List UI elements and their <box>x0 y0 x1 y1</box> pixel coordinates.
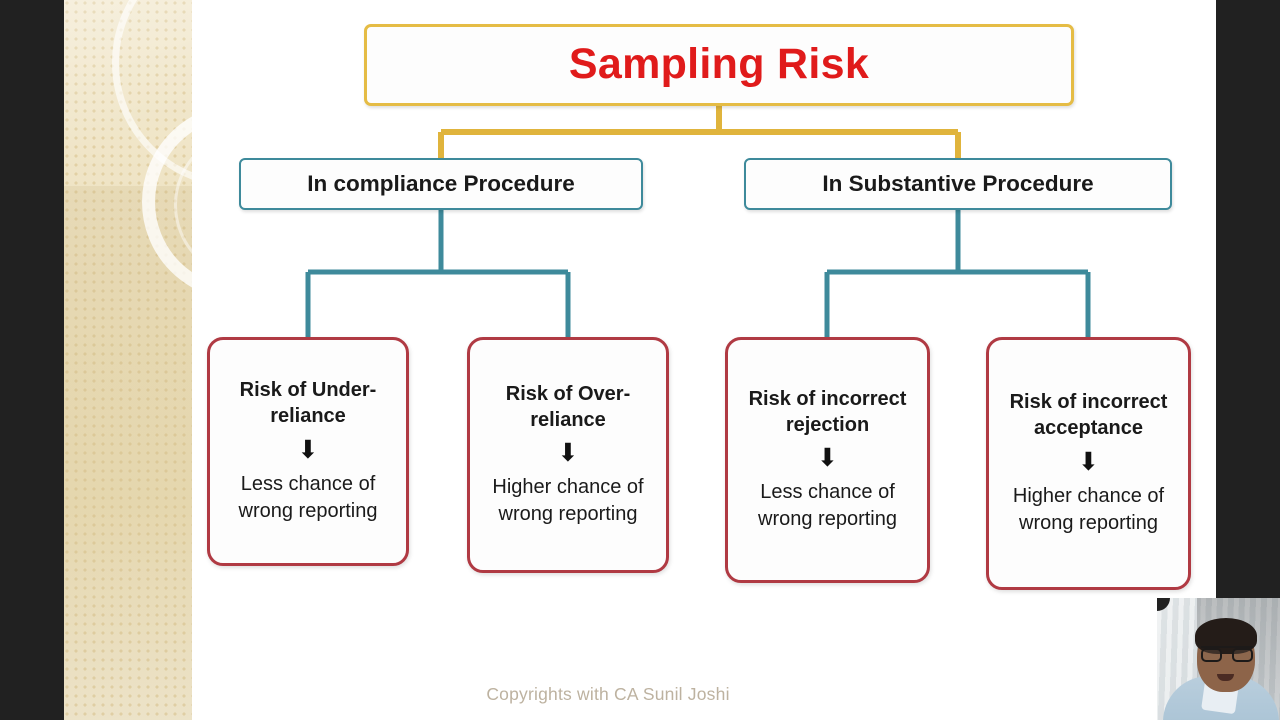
node-sampling-risk-label: Sampling Risk <box>568 40 870 89</box>
node-risk-of-incorrect-rejection: Risk of incorrect rejection ⬇ Less chanc… <box>725 337 930 583</box>
letterbox-left <box>0 0 64 720</box>
webcam-overlay[interactable] <box>1157 598 1280 720</box>
leaf-body: Higher chance of wrong reporting <box>1012 484 1165 534</box>
leaf-heading: Risk of incorrect rejection <box>748 387 907 436</box>
node-sampling-risk: Sampling Risk <box>364 24 1074 106</box>
slide-decorative-sidebar <box>64 0 192 720</box>
leaf-heading: Risk of Over-reliance <box>505 382 631 431</box>
down-arrow-icon: ⬇ <box>557 438 579 468</box>
glasses-icon <box>1201 646 1253 662</box>
node-risk-of-under-reliance: Risk of Under-reliance ⬇ Less chance of … <box>207 337 409 566</box>
node-in-compliance-procedure: In compliance Procedure <box>239 158 643 210</box>
down-arrow-icon: ⬇ <box>1078 446 1099 476</box>
node-risk-of-incorrect-acceptance: Risk of incorrect acceptance ⬇ Higher ch… <box>986 337 1191 590</box>
leaf-heading: Risk of incorrect acceptance <box>1009 391 1168 439</box>
copyright-credit: Copyrights with CA Sunil Joshi <box>486 684 730 704</box>
node-in-substantive-procedure: In Substantive Procedure <box>744 158 1172 210</box>
presentation-slide: Sampling Risk In compliance Procedure In… <box>0 0 1216 720</box>
leaf-heading: Risk of Under-reliance <box>239 379 377 427</box>
leaf-body: Less chance of wrong reporting <box>238 472 378 522</box>
node-in-substantive-procedure-label: In Substantive Procedure <box>822 171 1094 196</box>
webcam-person-mouth <box>1217 674 1234 681</box>
down-arrow-icon: ⬇ <box>297 434 319 464</box>
node-risk-of-over-reliance: Risk of Over-reliance ⬇ Higher chance of… <box>467 337 669 573</box>
leaf-body: Higher chance of wrong reporting <box>492 476 644 526</box>
down-arrow-icon: ⬇ <box>817 443 838 473</box>
node-in-compliance-procedure-label: In compliance Procedure <box>307 171 575 196</box>
leaf-body: Less chance of wrong reporting <box>758 481 897 531</box>
decorative-shade <box>64 186 192 720</box>
